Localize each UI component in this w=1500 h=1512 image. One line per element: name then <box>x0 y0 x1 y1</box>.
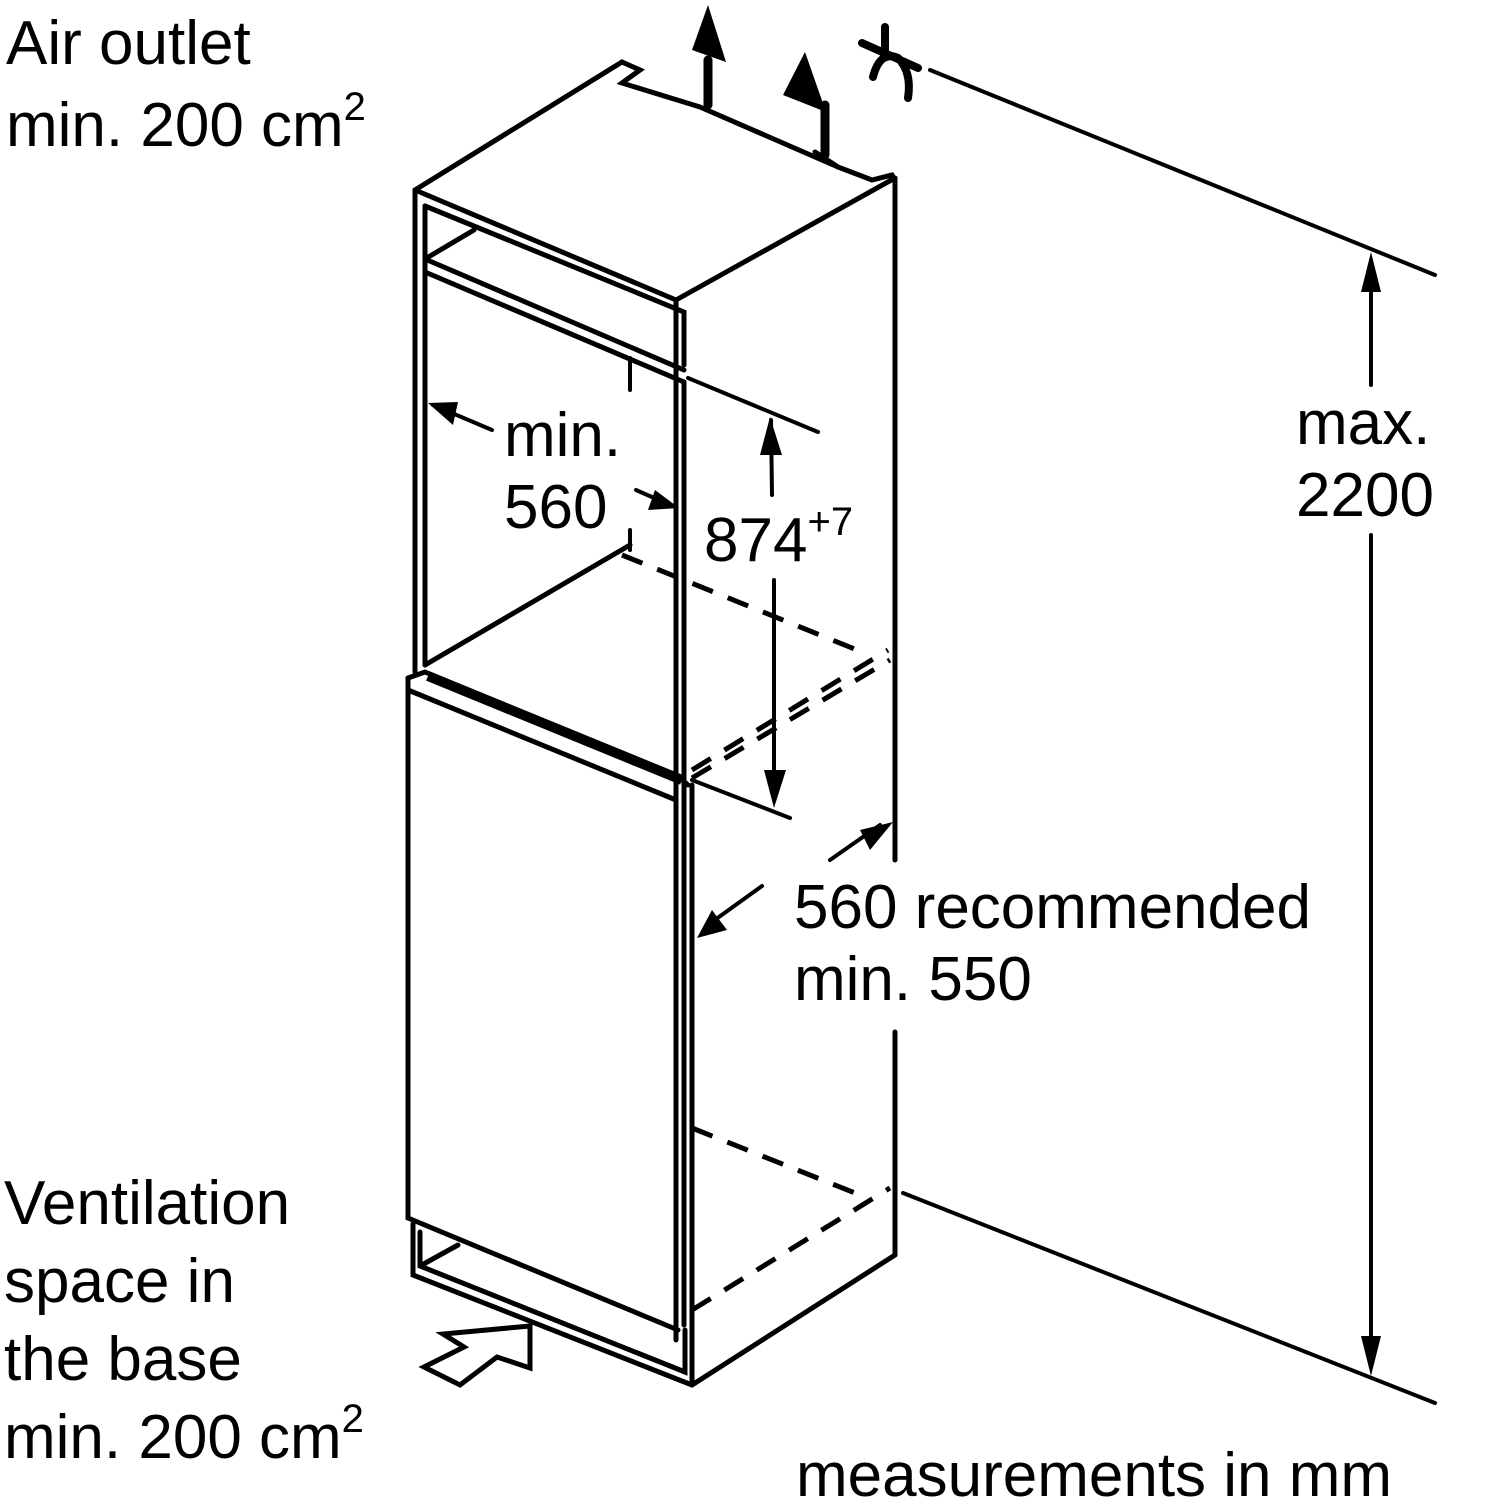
max-height-line1: max. <box>1296 389 1431 458</box>
arrowhead-left <box>428 402 458 425</box>
arrowhead-down-max <box>1361 1336 1381 1376</box>
niche-height-tolerance: +7 <box>807 500 854 544</box>
arrowhead-depth-back <box>860 822 893 850</box>
niche-height-dimension <box>686 376 820 820</box>
depth-dimension <box>697 822 893 938</box>
airflow-up-arrow <box>783 52 830 160</box>
niche-height-value: 874 <box>704 506 808 575</box>
arrowhead-up <box>760 417 782 455</box>
ceiling-symbol-icon <box>858 23 922 102</box>
appliance-door <box>405 669 695 1388</box>
max-height-line2: 2200 <box>1296 461 1434 530</box>
width-dimension <box>428 356 679 552</box>
air-outlet-label: Air outlet min. 200 cm2 <box>6 8 366 162</box>
arrowhead-depth-front <box>697 910 727 938</box>
width-min-line2: 560 <box>504 473 608 542</box>
max-height-dimension <box>901 68 1437 1405</box>
base-plinth <box>410 1221 695 1388</box>
depth-line1: 560 recommended <box>794 873 1311 942</box>
ventilation-line2: space in <box>4 1247 235 1316</box>
air-outlet-line1: Air outlet <box>6 9 251 78</box>
niche-height-label: 874+7 <box>704 502 853 577</box>
width-min-label: min. 560 <box>504 400 621 544</box>
arrowhead-right <box>648 490 679 510</box>
depth-line2: min. 550 <box>794 945 1032 1014</box>
max-height-label: max. 2200 <box>1296 388 1434 532</box>
ventilation-base-label: Ventilation space in the base min. 200 c… <box>4 1165 364 1477</box>
arrowhead-up-max <box>1361 252 1381 292</box>
air-outlet-line2: min. 200 cm2 <box>6 85 366 160</box>
ventilation-line3: the base <box>4 1325 242 1394</box>
airflow-up-arrow <box>692 5 726 110</box>
width-min-line1: min. <box>504 401 622 470</box>
airflow-in-arrow <box>418 1323 533 1388</box>
units-note: measurements in mm <box>796 1441 1393 1510</box>
hidden-lines <box>621 552 892 1313</box>
ventilation-line4: min. 200 cm2 <box>4 1397 364 1472</box>
arrowhead-down <box>764 770 786 808</box>
cabinet-top <box>412 59 898 303</box>
ventilation-line1: Ventilation <box>4 1169 291 1238</box>
depth-label: 560 recommended min. 550 <box>794 872 1311 1016</box>
cabinet-front-frame <box>412 175 898 1388</box>
